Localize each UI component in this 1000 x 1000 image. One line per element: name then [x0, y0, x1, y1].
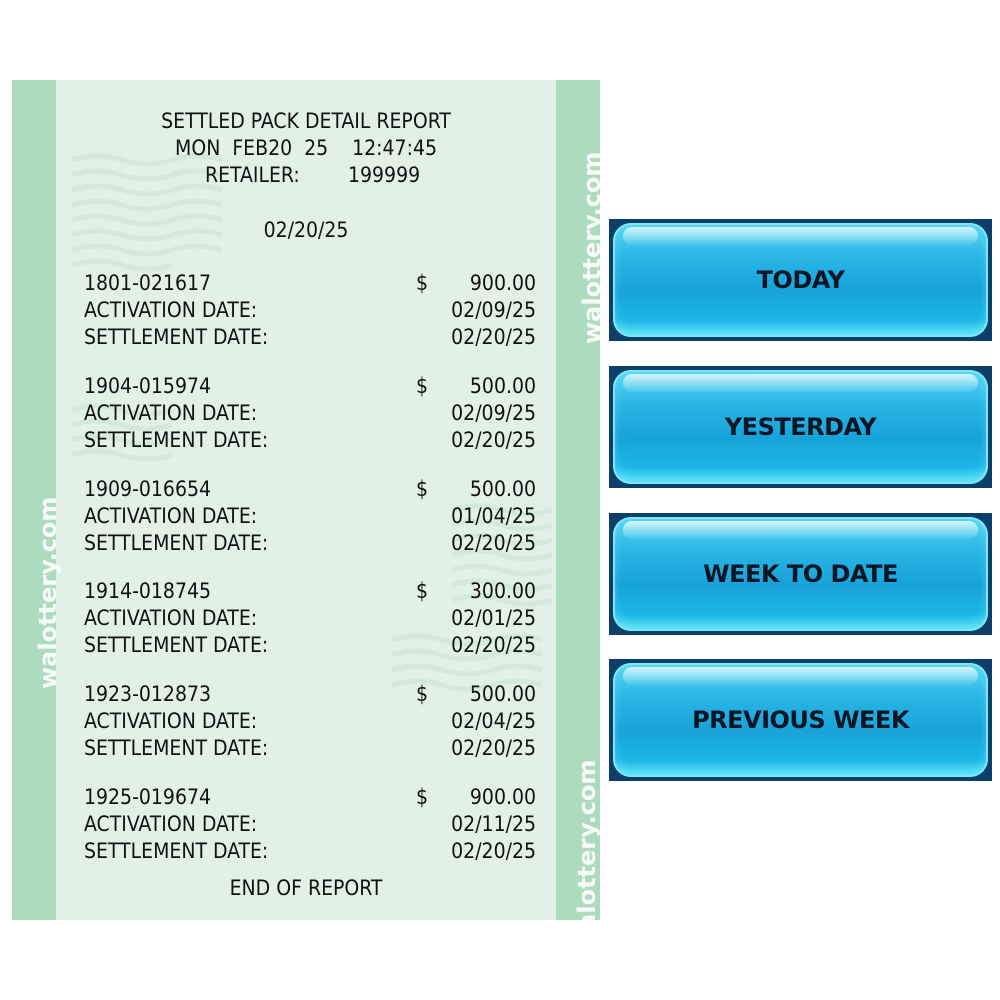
settlement-date: 02/20/25: [451, 633, 536, 657]
settlement-date: 02/20/25: [451, 736, 536, 760]
today-button-label: TODAY: [756, 266, 845, 294]
yesterday-button[interactable]: YESTERDAY: [609, 366, 992, 488]
currency-symbol: $: [416, 477, 429, 501]
settlement-date: 02/20/25: [451, 531, 536, 555]
report-datetime: MON FEB20 25 12:47:45: [175, 136, 437, 160]
pack-number: 1909-016654: [84, 477, 211, 501]
receipt-left-stripe: [12, 80, 56, 920]
currency-symbol: $: [416, 374, 429, 398]
activation-date: 02/09/25: [451, 298, 536, 322]
pack-amount: 500.00: [469, 374, 536, 398]
report-title: SETTLED PACK DETAIL REPORT: [161, 109, 451, 133]
end-of-report: END OF REPORT: [229, 876, 383, 900]
settlement-date: 02/20/25: [451, 839, 536, 863]
retailer-label: RETAILER:: [205, 163, 300, 187]
watermark-text: walottery.com: [34, 496, 62, 689]
currency-symbol: $: [416, 682, 429, 706]
currency-symbol: $: [416, 271, 429, 295]
yesterday-button-label: YESTERDAY: [724, 413, 877, 441]
pack-number: 1904-015974: [84, 374, 211, 398]
settlement-label: SETTLEMENT DATE:: [84, 633, 269, 657]
week-to-date-button-label: WEEK TO DATE: [703, 560, 898, 588]
report-date: 02/20/25: [263, 218, 349, 242]
pack-amount: 500.00: [469, 682, 536, 706]
settlement-label: SETTLEMENT DATE:: [84, 736, 269, 760]
pack-number: 1925-019674: [84, 785, 211, 809]
receipt-right-stripe: [556, 80, 600, 920]
pack-number: 1923-012873: [84, 682, 211, 706]
pack-amount: 300.00: [469, 579, 536, 603]
watermark-text: walottery.com: [573, 759, 600, 920]
activation-label: ACTIVATION DATE:: [84, 401, 258, 425]
pack-number: 1801-021617: [84, 271, 211, 295]
settlement-date: 02/20/25: [451, 428, 536, 452]
watermark-text: walottery.com: [578, 151, 600, 344]
settlement-label: SETTLEMENT DATE:: [84, 839, 269, 863]
activation-date: 02/01/25: [451, 606, 536, 630]
currency-symbol: $: [416, 579, 429, 603]
retailer-id: 199999: [348, 163, 421, 187]
settlement-label: SETTLEMENT DATE:: [84, 325, 269, 349]
pack-number: 1914-018745: [84, 579, 211, 603]
activation-date: 02/04/25: [451, 709, 536, 733]
activation-label: ACTIVATION DATE:: [84, 812, 258, 836]
activation-label: ACTIVATION DATE:: [84, 709, 258, 733]
watermark-waves: [71, 153, 553, 692]
activation-label: ACTIVATION DATE:: [84, 606, 258, 630]
activation-label: ACTIVATION DATE:: [84, 504, 258, 528]
settled-pack-report-receipt: walottery.com walottery.com walottery.co…: [12, 80, 600, 920]
activation-label: ACTIVATION DATE:: [84, 298, 258, 322]
previous-week-button-label: PREVIOUS WEEK: [692, 706, 909, 734]
settlement-label: SETTLEMENT DATE:: [84, 428, 269, 452]
activation-date: 01/04/25: [451, 504, 536, 528]
today-button[interactable]: TODAY: [609, 219, 992, 341]
week-to-date-button[interactable]: WEEK TO DATE: [609, 513, 992, 635]
settlement-label: SETTLEMENT DATE:: [84, 531, 269, 555]
pack-amount: 500.00: [469, 477, 536, 501]
activation-date: 02/09/25: [451, 401, 536, 425]
pack-amount: 900.00: [469, 785, 536, 809]
settlement-date: 02/20/25: [451, 325, 536, 349]
previous-week-button[interactable]: PREVIOUS WEEK: [609, 659, 992, 781]
activation-date: 02/11/25: [451, 812, 536, 836]
pack-amount: 900.00: [469, 271, 536, 295]
currency-symbol: $: [416, 785, 429, 809]
